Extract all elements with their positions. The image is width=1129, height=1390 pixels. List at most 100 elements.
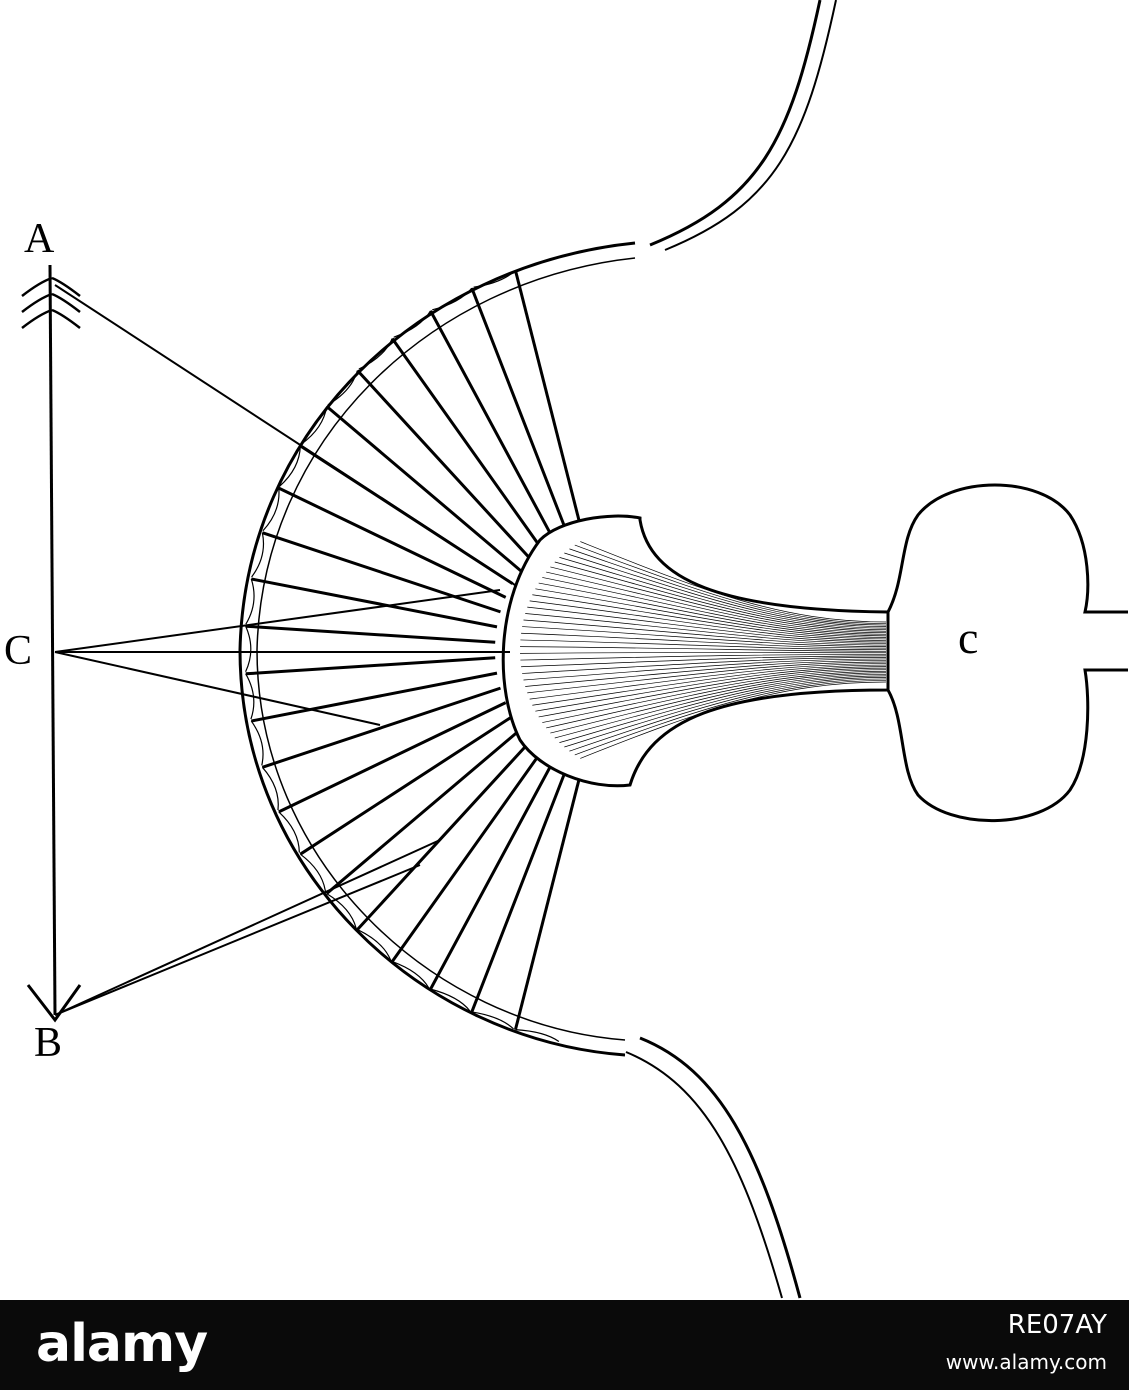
ommatidium [325, 405, 522, 572]
label-c: C [4, 628, 33, 674]
diagram-svg [21, 0, 1128, 1299]
nerve-fibre [532, 664, 887, 706]
corneal-facet [301, 406, 328, 445]
corneal-facet [299, 853, 327, 893]
corneal-facet [279, 445, 301, 487]
arrow-head [26, 984, 82, 1023]
label-a: A [24, 216, 55, 262]
nerve-fibres [520, 541, 887, 759]
arrow-feather [21, 308, 53, 329]
corneal-facet [278, 811, 300, 853]
nerve-fibre [525, 613, 887, 644]
nerve-fibre [546, 670, 887, 729]
nerve-fibre [520, 646, 887, 652]
ommatidium [470, 287, 569, 533]
light-ray [54, 839, 441, 1016]
ommatidium [299, 715, 514, 856]
ommatidium [356, 739, 532, 931]
ommatidium [278, 701, 507, 814]
arrow-feather [21, 292, 53, 313]
nerve-fibre [535, 666, 887, 712]
watermark-logo: alamy [36, 1314, 208, 1374]
corneal-facet [515, 1028, 560, 1042]
cornea-outer-arc [238, 241, 636, 1057]
corneal-facet [432, 287, 473, 311]
nerve-fibre [527, 606, 887, 643]
corneal-facet [430, 988, 471, 1012]
body-wall-top-inner [664, 0, 837, 251]
ommatidium [429, 759, 556, 990]
nerve-fibre [521, 655, 887, 668]
nerve-fibre [521, 632, 887, 649]
nerve-fibre [520, 639, 887, 651]
arrow-feather [51, 276, 81, 297]
ganglion-c [886, 483, 1128, 823]
ommatidium [513, 270, 583, 528]
nerve-fibre [550, 566, 887, 632]
nerve-fibre [529, 663, 887, 700]
nerve-fibre [564, 677, 887, 748]
nerve-fibre [538, 667, 887, 718]
corneal-facet [357, 929, 392, 961]
corneal-facet [261, 766, 279, 811]
label-ganglion: c [958, 612, 979, 663]
compound-eye-diagram: A C B c [4, 0, 1128, 1299]
corneal-facet [327, 370, 359, 406]
arrow-feathers [21, 276, 81, 329]
nerve-fibre [525, 660, 887, 687]
nerve-fibre [529, 600, 887, 641]
nerve-fibre [569, 548, 887, 626]
ommatidium [325, 728, 522, 895]
corneal-facet [392, 960, 430, 989]
ommatidium [245, 624, 496, 644]
cornea-inner-arc [256, 257, 636, 1041]
ommatidium [278, 486, 507, 599]
watermark-image-code: RE07AY [1007, 1310, 1107, 1340]
ommatidia [245, 269, 583, 1042]
nerve-fibre [520, 653, 887, 661]
ommatidium [391, 337, 543, 550]
nerve-fibre [580, 541, 887, 623]
arrow-feather [51, 292, 81, 313]
nerve-fibre [550, 672, 887, 734]
ommatidium [250, 671, 498, 723]
light-ray [54, 864, 421, 1016]
watermark-url: www.alamy.com [945, 1350, 1107, 1374]
nerve-fibre [554, 673, 887, 739]
ommatidium [429, 310, 556, 541]
ommatidium [250, 577, 498, 629]
nerve-fibre [574, 680, 887, 756]
body-wall-bottom-outer [639, 1036, 802, 1299]
nerve-fibre [569, 678, 887, 752]
nerve-fibre [542, 669, 887, 723]
ommatidium [391, 750, 543, 963]
corneal-facet [251, 532, 265, 578]
label-b: B [34, 1020, 63, 1066]
ommatidium [245, 656, 496, 676]
corneal-facet [245, 625, 252, 673]
nerve-fibre [554, 561, 887, 631]
nerve-fibre [523, 619, 887, 646]
arrow-feather [21, 276, 53, 297]
corneal-facet [326, 893, 357, 929]
ommatidium [356, 369, 532, 561]
ommatidium [513, 772, 583, 1030]
nerve-fibre [538, 582, 887, 637]
corneal-facet [250, 720, 264, 766]
light-ray [54, 589, 501, 653]
object-arrow-shaft [48, 264, 57, 1016]
corneal-facet [471, 1011, 514, 1030]
nerve-fibre [523, 658, 887, 681]
nerve-fibre [522, 657, 887, 674]
nerve-fibre [559, 675, 887, 743]
nerve-fibre [522, 626, 887, 647]
nerve-fibre [574, 544, 887, 624]
ommatidium [470, 767, 569, 1013]
corneal-facet [393, 310, 432, 338]
nerve-fibre [546, 571, 887, 634]
ommatidium [261, 531, 501, 614]
nerve-fibre [532, 594, 887, 640]
nerve-fibre [535, 588, 887, 638]
light-ray [54, 651, 381, 726]
